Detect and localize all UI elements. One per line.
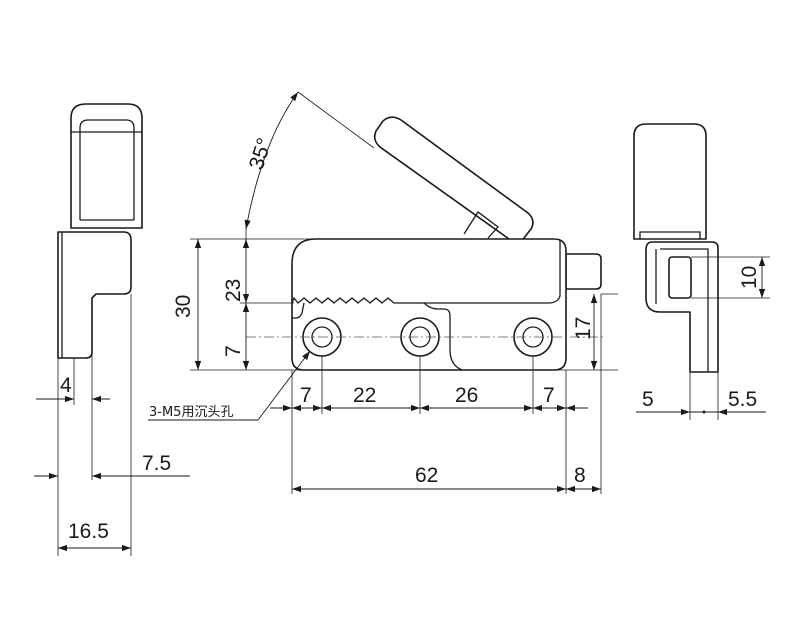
- left-view-body: [57, 231, 132, 359]
- dim-lever-angle: 35°: [245, 135, 277, 172]
- dim-hole-height: 17: [572, 317, 595, 340]
- dim-total-width: 16.5: [68, 520, 109, 543]
- front-view-plunger: [565, 253, 602, 290]
- front-view: 35° 30 23 7 17 7 22 26 7 62 8 3-M5用沉头孔: [148, 91, 618, 494]
- right-view-body: [645, 241, 719, 373]
- left-view-lever-inner: [79, 119, 135, 220]
- dim-upper-height: 23: [222, 279, 245, 302]
- left-view-lever-cap: [70, 103, 143, 229]
- dim-plunger-length: 8: [574, 464, 586, 487]
- dim-base-width: 5: [642, 388, 654, 411]
- right-view-slot: [668, 256, 692, 299]
- dim-slot-height: 10: [738, 266, 761, 289]
- dim-hole-offset-y: 7: [222, 345, 245, 357]
- dim-lip-width: 5.5: [728, 388, 757, 411]
- right-side-view: 10 5 5.5: [633, 123, 770, 420]
- front-view-lever: [373, 116, 534, 243]
- right-view-lever-cap: [633, 123, 707, 240]
- left-side-view: 4 7.5 16.5: [34, 103, 190, 556]
- serrated-edge: [291, 240, 561, 304]
- dim-hole-offset-right: 7: [543, 384, 555, 407]
- dim-hole-pitch-2: 26: [455, 384, 478, 407]
- hole-callout-note: 3-M5用沉头孔: [149, 405, 233, 420]
- dim-hole-pitch-1: 22: [353, 384, 376, 407]
- dim-hole-offset-left: 7: [300, 384, 312, 407]
- dim-body-length: 62: [415, 464, 438, 487]
- dim-tab-width: 4: [60, 374, 72, 397]
- dim-total-height: 30: [172, 295, 195, 318]
- dim-body-offset: 7.5: [142, 452, 171, 475]
